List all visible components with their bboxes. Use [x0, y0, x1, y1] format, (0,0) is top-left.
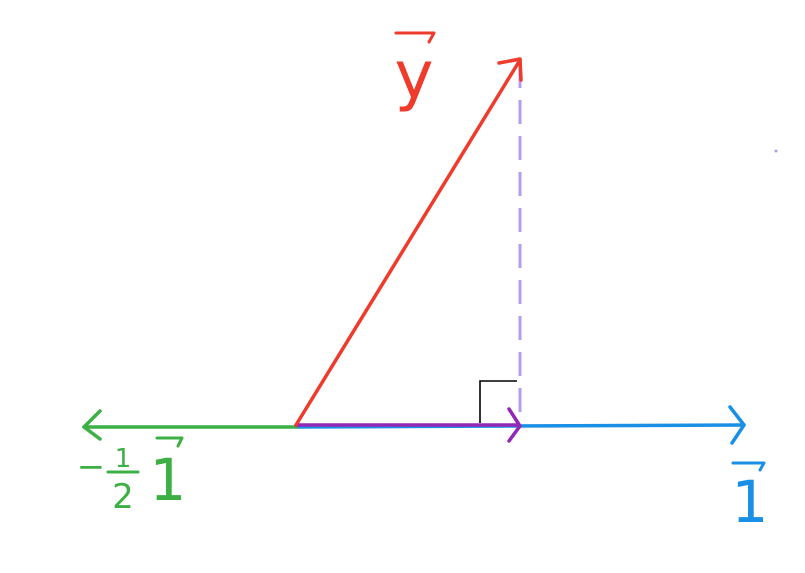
label-vector-neg-half-one-name: 1	[150, 446, 187, 514]
label-vector-y-arrow-icon	[394, 31, 436, 44]
projection-vector	[294, 407, 522, 443]
label-coefficient-numerator: 1	[115, 444, 132, 474]
projection-arrowhead	[507, 407, 522, 443]
label-vector-y-text: y	[394, 37, 433, 114]
vector-y-arrowhead	[497, 57, 523, 82]
label-vector-one: 1	[731, 461, 769, 536]
vector-neg-half-one-arrowhead	[82, 409, 102, 441]
label-vector-one-arrow-icon	[731, 461, 766, 472]
vector-y-shaft	[294, 58, 522, 427]
label-vector-neg-half-one: − 1 2 1	[77, 436, 187, 517]
stray-dot	[774, 149, 778, 153]
vector-neg-half-one	[82, 409, 298, 441]
label-coefficient-sign: −	[77, 447, 106, 487]
vector-one-arrowhead	[728, 405, 746, 445]
vector-y	[294, 57, 523, 427]
label-vector-one-text: 1	[732, 468, 769, 536]
label-vector-neg-half-one-arrow-icon	[155, 436, 184, 448]
label-coefficient-denominator: 2	[112, 477, 134, 517]
label-vector-y: y	[394, 31, 436, 114]
right-angle-marker	[479, 380, 517, 423]
